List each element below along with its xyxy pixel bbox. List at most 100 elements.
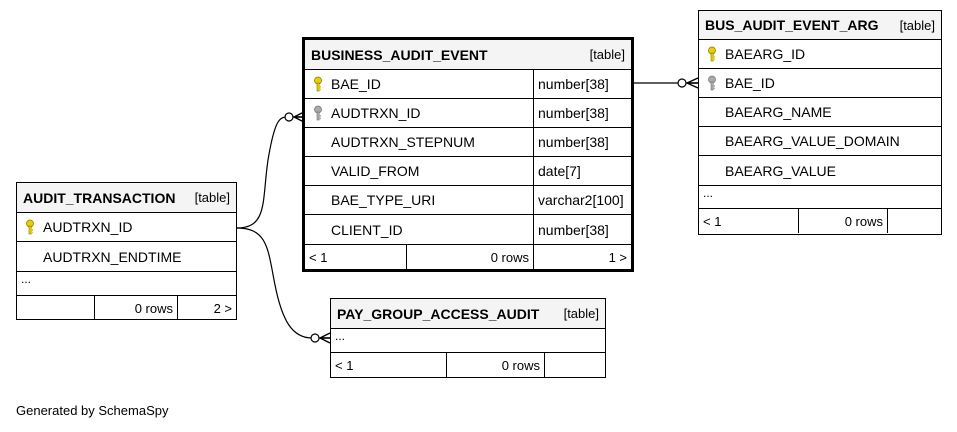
column-name-cell: VALID_FROM — [305, 157, 534, 185]
column-name: AUDTRXN_STEPNUM — [331, 134, 475, 150]
column-row[interactable]: AUDTRXN_ID number[38] — [305, 99, 631, 128]
column-name: CLIENT_ID — [331, 221, 403, 238]
table-header: BUS_AUDIT_EVENT_ARG [table] — [699, 11, 941, 40]
key-slot — [305, 105, 331, 121]
connector-optional-circle — [677, 78, 687, 88]
table-footer: < 1 0 rows — [699, 209, 941, 233]
footer-parents[interactable]: < 1 — [699, 209, 799, 233]
column-name-cell: AUDTRXN_ID — [305, 99, 534, 127]
column-row[interactable]: BAEARG_VALUE_DOMAIN — [699, 127, 941, 156]
table-title: PAY_GROUP_ACCESS_AUDIT — [337, 305, 540, 322]
column-type: number[38] — [538, 134, 609, 150]
footer-rows: 0 rows — [95, 296, 178, 320]
column-name: VALID_FROM — [331, 163, 420, 179]
primary-key-icon — [708, 46, 716, 62]
more-columns-ellipsis: ... — [699, 186, 941, 209]
generated-by-text: Generated by SchemaSpy — [16, 403, 169, 418]
table-pay-group-access-audit[interactable]: PAY_GROUP_ACCESS_AUDIT [table] ... < 1 0… — [330, 298, 606, 378]
table-footer: < 1 0 rows 1 > — [305, 245, 631, 269]
column-list: BAEARG_ID BAE_ID BAEARG_NAME BAEARG_VALUE_D… — [699, 40, 941, 186]
table-header: PAY_GROUP_ACCESS_AUDIT [table] — [331, 299, 605, 329]
column-row[interactable]: BAEARG_NAME — [699, 98, 941, 127]
column-name-cell: BAEARG_VALUE_DOMAIN — [699, 127, 941, 155]
foreign-key-icon — [314, 105, 322, 121]
footer-parents[interactable] — [17, 296, 95, 320]
connector-crowfoot — [319, 332, 331, 344]
key-slot — [305, 76, 331, 92]
connector-audtrxn-to-bae — [236, 116, 302, 229]
table-title: AUDIT_TRANSACTION — [23, 189, 176, 206]
column-name-cell: BAEARG_ID — [699, 40, 941, 68]
footer-parents[interactable]: < 1 — [305, 245, 407, 269]
foreign-key-icon — [708, 75, 716, 91]
column-type: number[38] — [538, 105, 609, 121]
column-name: BAE_ID — [331, 76, 381, 92]
column-name: AUDTRXN_ID — [331, 105, 421, 121]
column-list: AUDTRXN_ID AUDTRXN_ENDTIME — [17, 213, 236, 272]
column-type: number[38] — [538, 76, 609, 92]
footer-rows: 0 rows — [407, 245, 534, 269]
column-name-cell: AUDTRXN_ID — [17, 213, 236, 241]
table-footer: < 1 0 rows — [331, 353, 605, 377]
column-name: AUDTRXN_ID — [43, 219, 133, 235]
table-header: AUDIT_TRANSACTION [table] — [17, 183, 236, 213]
column-name: BAE_TYPE_URI — [331, 192, 436, 208]
more-columns-ellipsis: ... — [17, 272, 236, 296]
column-type: varchar2[100] — [538, 192, 624, 208]
column-row[interactable]: BAE_ID number[38] — [305, 70, 631, 99]
key-slot — [17, 219, 43, 235]
column-name: BAE_ID — [725, 75, 775, 91]
footer-children[interactable]: 1 > — [608, 249, 627, 265]
column-name-cell: BAEARG_VALUE — [699, 156, 941, 185]
footer-rows: 0 rows — [799, 209, 888, 233]
column-row[interactable]: BAE_ID — [699, 69, 941, 98]
column-type: date[7] — [538, 163, 581, 179]
footer-children[interactable]: 2 > — [213, 300, 232, 316]
connector-optional-circle — [284, 112, 294, 122]
column-row[interactable]: CLIENT_ID number[38] — [305, 215, 631, 244]
table-header: BUSINESS_AUDIT_EVENT [table] — [305, 40, 631, 70]
column-row[interactable]: BAEARG_VALUE — [699, 156, 941, 185]
table-tag: [table] — [194, 190, 230, 205]
connector-optional-circle — [310, 333, 320, 343]
footer-rows: 0 rows — [447, 353, 545, 377]
table-tag: [table] — [589, 47, 625, 62]
column-row[interactable]: AUDTRXN_ENDTIME — [17, 242, 236, 271]
column-name-cell: BAE_ID — [305, 70, 534, 98]
column-name-cell: BAE_TYPE_URI — [305, 186, 534, 214]
table-title: BUSINESS_AUDIT_EVENT — [311, 46, 488, 63]
table-tag: [table] — [563, 306, 599, 321]
connector-audtrxn-to-pgaa — [236, 227, 330, 339]
column-name: BAEARG_VALUE — [725, 162, 837, 179]
primary-key-icon — [314, 76, 322, 92]
footer-children[interactable] — [545, 353, 605, 377]
table-tag: [table] — [899, 17, 935, 33]
column-name: BAEARG_VALUE_DOMAIN — [725, 133, 900, 149]
column-row[interactable]: BAEARG_ID — [699, 40, 941, 69]
key-slot — [699, 46, 725, 62]
column-row[interactable]: AUDTRXN_STEPNUM number[38] — [305, 128, 631, 157]
column-name: AUDTRXN_ENDTIME — [43, 248, 182, 265]
column-name-cell: BAEARG_NAME — [699, 98, 941, 126]
column-type: number[38] — [538, 221, 609, 238]
column-name-cell: AUDTRXN_ENDTIME — [17, 242, 236, 271]
column-name: BAEARG_ID — [725, 46, 806, 62]
table-title: BUS_AUDIT_EVENT_ARG — [705, 17, 879, 33]
table-footer: 0 rows 2 > — [17, 296, 236, 320]
more-columns-ellipsis: ... — [331, 329, 605, 353]
column-name-cell: AUDTRXN_STEPNUM — [305, 128, 534, 156]
column-name-cell: CLIENT_ID — [305, 215, 534, 244]
column-name: BAEARG_NAME — [725, 104, 832, 120]
key-slot — [699, 75, 725, 91]
column-row[interactable]: BAE_TYPE_URI varchar2[100] — [305, 186, 631, 215]
column-row[interactable]: AUDTRXN_ID — [17, 213, 236, 242]
footer-children[interactable] — [888, 209, 941, 233]
column-row[interactable]: VALID_FROM date[7] — [305, 157, 631, 186]
primary-key-icon — [26, 219, 34, 235]
footer-parents[interactable]: < 1 — [331, 353, 447, 377]
